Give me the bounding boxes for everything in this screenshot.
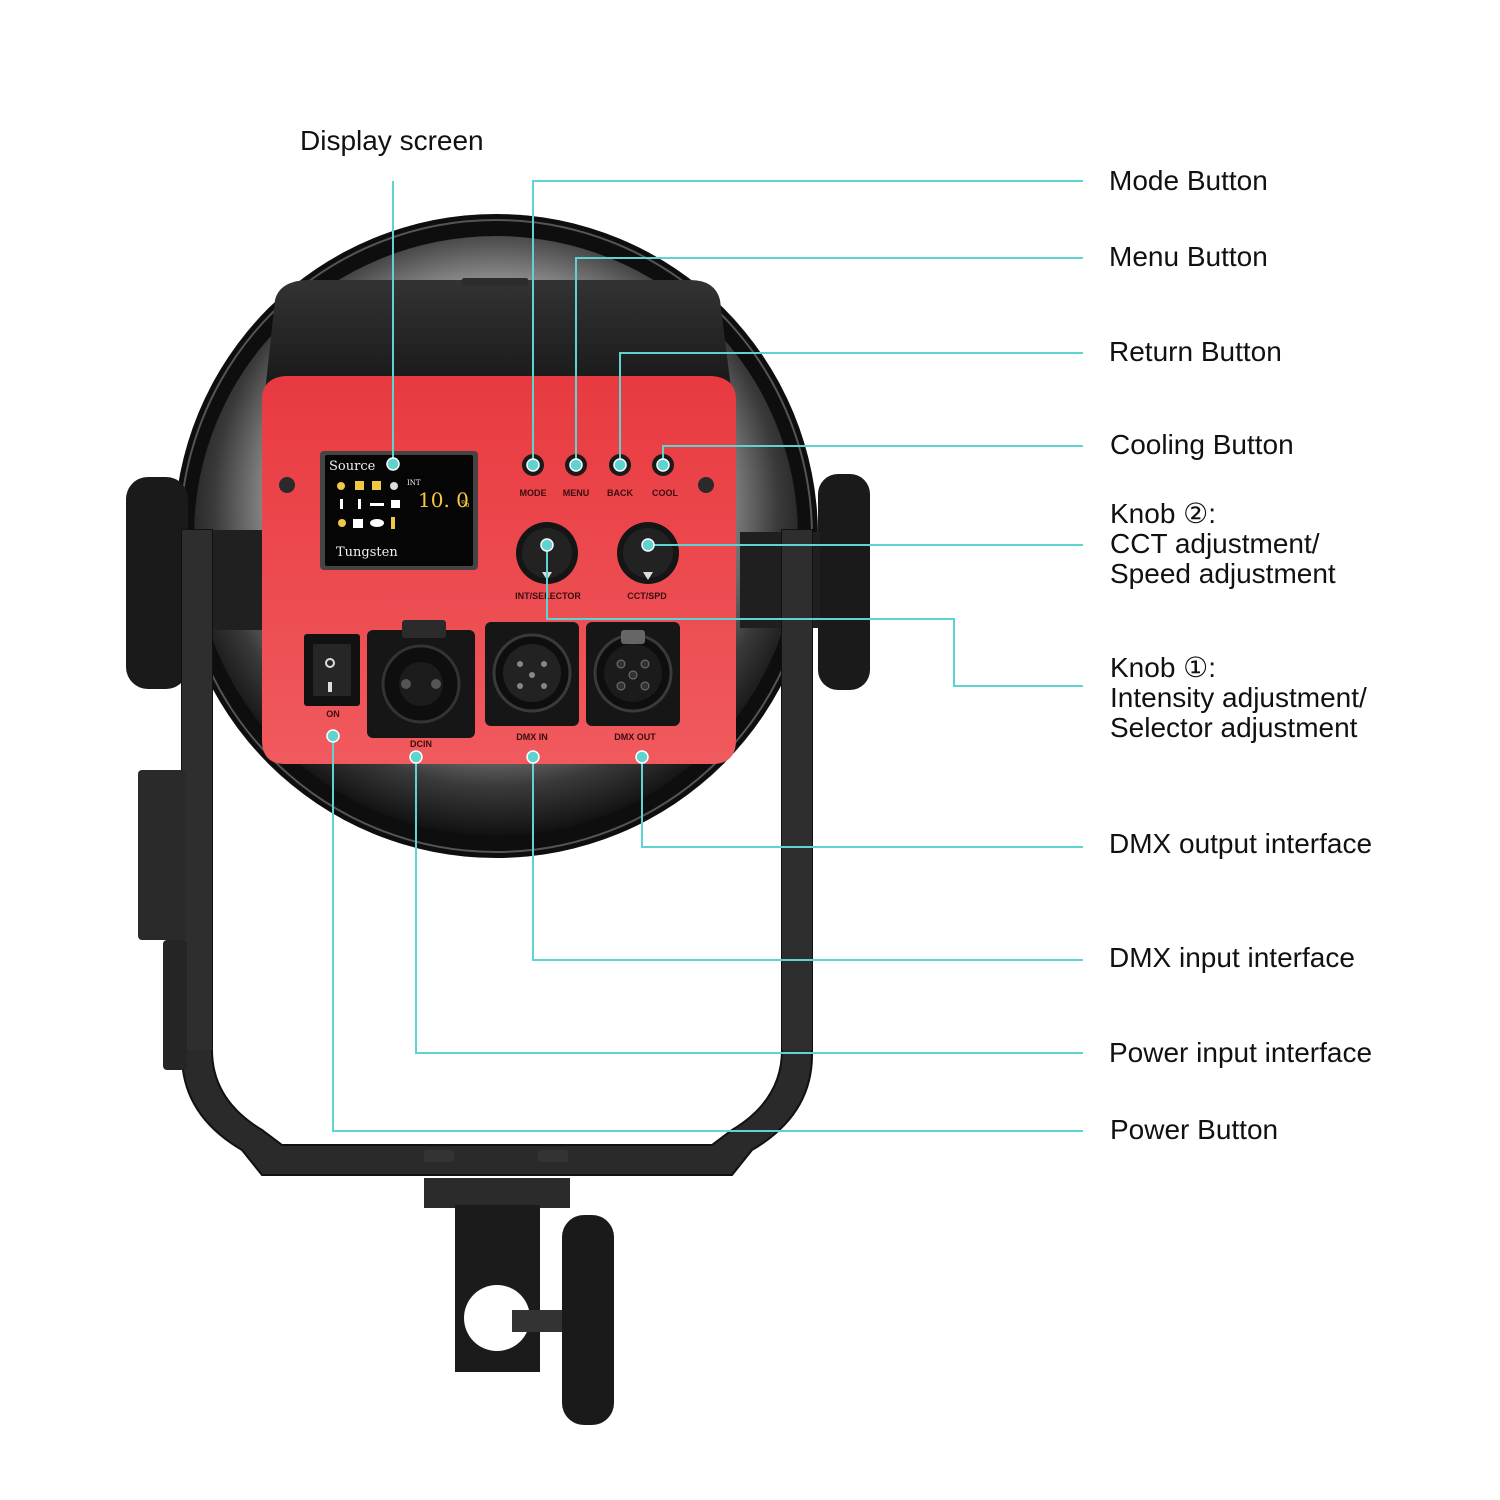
label-knob2: Knob ②: CCT adjustment/ Speed adjustment bbox=[1110, 499, 1336, 589]
leader-return bbox=[619, 352, 1083, 465]
leader-dmx-out bbox=[641, 757, 1083, 848]
label-cooling-button: Cooling Button bbox=[1110, 429, 1294, 460]
screen-unit: % bbox=[461, 500, 470, 510]
leader-knob1 bbox=[546, 545, 1083, 687]
display-screen: Source INT 10. 0 % Tungsten bbox=[320, 451, 478, 570]
panel-screw-right bbox=[698, 477, 714, 493]
cool-label: COOL bbox=[652, 488, 679, 498]
label-mode-button: Mode Button bbox=[1109, 165, 1268, 196]
v-mount-plate bbox=[138, 770, 186, 940]
label-knob1: Knob ①: Intensity adjustment/ Selector a… bbox=[1110, 653, 1367, 743]
screen-title: Source bbox=[329, 459, 376, 474]
label-knob1-line2: Intensity adjustment/ bbox=[1110, 682, 1367, 713]
label-dmx-input: DMX input interface bbox=[1109, 942, 1355, 973]
leader-dots bbox=[326, 457, 670, 764]
cct-spd-label: CCT/SPD bbox=[627, 591, 667, 601]
stand-lock-knob bbox=[562, 1215, 614, 1425]
screen-icons bbox=[337, 481, 400, 529]
screen-value: 10. 0 bbox=[418, 488, 469, 512]
label-power-button: Power Button bbox=[1110, 1114, 1279, 1145]
label-display-screen: Display screen bbox=[300, 125, 484, 156]
yoke-bracket bbox=[138, 529, 813, 1176]
stand-mount bbox=[424, 1178, 614, 1425]
panel-screw-left bbox=[279, 477, 295, 493]
label-knob2-line1: Knob ②: bbox=[1110, 498, 1217, 529]
screen-preset: Tungsten bbox=[336, 545, 398, 560]
left-lock-knob bbox=[126, 477, 188, 689]
label-knob1-line1: Knob ①: bbox=[1110, 652, 1217, 683]
panel-ports: ON DCIN DMX IN DMX OUT bbox=[304, 620, 680, 749]
leader-dmx-in bbox=[532, 757, 1083, 961]
back-label: BACK bbox=[607, 488, 633, 498]
int-selector-label: INT/SELECTOR bbox=[515, 591, 581, 601]
leader-menu bbox=[575, 257, 1083, 465]
leader-lines bbox=[332, 180, 1083, 1132]
label-menu-button: Menu Button bbox=[1109, 241, 1268, 272]
leader-power-in bbox=[415, 757, 1083, 1054]
leader-mode bbox=[532, 180, 1083, 465]
dmx-out-label: DMX OUT bbox=[614, 732, 656, 742]
label-power-input: Power input interface bbox=[1109, 1037, 1373, 1068]
dcin-label: DCIN bbox=[410, 739, 432, 749]
menu-label: MENU bbox=[563, 488, 590, 498]
label-knob2-line3: Speed adjustment bbox=[1110, 558, 1336, 589]
on-label: ON bbox=[326, 709, 340, 719]
label-knob1-line3: Selector adjustment bbox=[1110, 712, 1358, 743]
label-return-button: Return Button bbox=[1109, 336, 1282, 367]
label-knob2-line2: CCT adjustment/ bbox=[1110, 528, 1320, 559]
screen-int-label: INT bbox=[407, 479, 421, 487]
dmx-in-label: DMX IN bbox=[516, 732, 548, 742]
label-dmx-output: DMX output interface bbox=[1109, 828, 1373, 859]
right-lock-knob bbox=[818, 474, 870, 690]
mode-label: MODE bbox=[520, 488, 547, 498]
leader-power-button bbox=[332, 736, 1083, 1132]
